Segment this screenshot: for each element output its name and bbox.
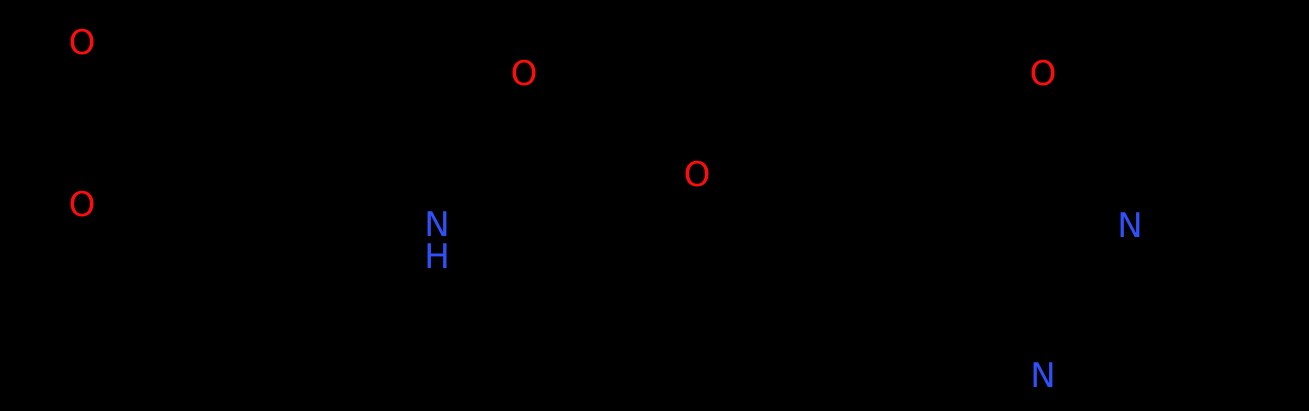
- atom-ether-oxygen: O: [683, 155, 711, 195]
- atom-nitrogen-ring-2: N: [1030, 356, 1056, 396]
- atom-oxygen-1: O: [68, 23, 96, 63]
- atom-amide-nh: N H: [424, 205, 450, 277]
- atom-carbonyl-oxygen-2: O: [1029, 54, 1057, 94]
- atom-carbonyl-oxygen-1: O: [510, 54, 538, 94]
- atom-nitrogen-ring-1: N: [1117, 206, 1143, 246]
- atom-oxygen-2: O: [68, 185, 96, 225]
